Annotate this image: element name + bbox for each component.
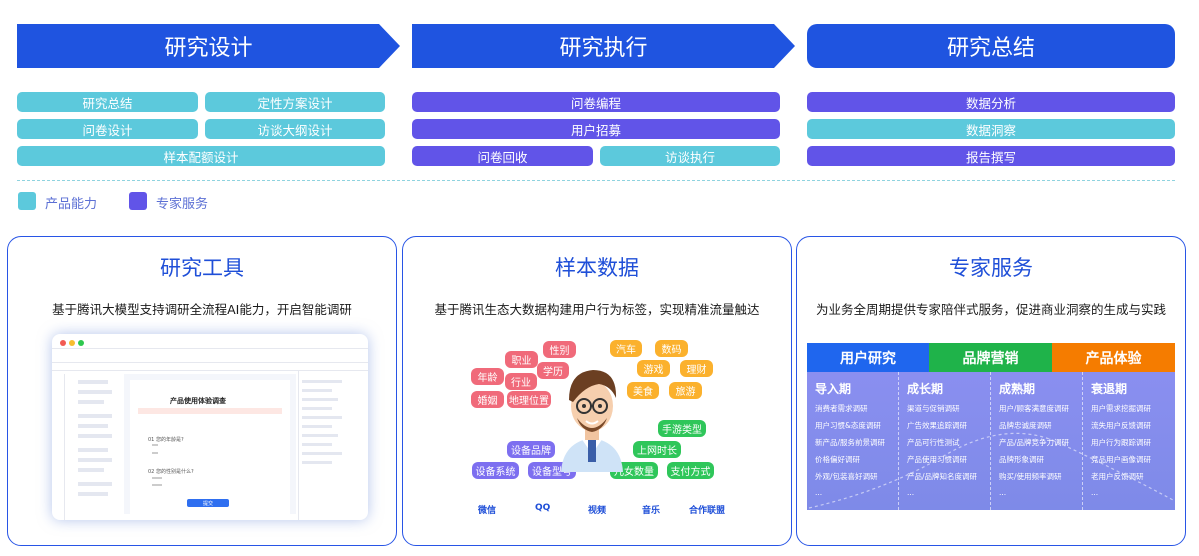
legend-label-expert: 专家服务 [156,197,209,212]
card-title-sample: 样本数据 [555,256,639,280]
section-divider [17,180,1175,181]
tag-location: 地理位置 [507,391,551,408]
lifecycle-item: 用户行为跟踪调研 [1091,438,1151,447]
design-item-interview: 访谈大纲设计 [205,119,385,139]
lifecycle-item: 品牌形象调研 [999,455,1044,464]
lifecycle-item: 购买/使用频率调研 [999,472,1062,481]
lifecycle-item: 外观/包装喜好调研 [815,472,878,481]
design-item-quota: 样本配额设计 [17,146,385,166]
lifecycle-item: 用户习惯&态度调研 [815,421,881,430]
lifecycle-item: ... [999,488,1007,497]
card-desc-expert: 为业务全周期提供专家陪伴式服务，促进商业洞察的生成与实践 [815,302,1166,317]
tag-finance: 理财 [680,360,713,377]
window-close-dot [60,340,66,346]
design-item-summary: 研究总结 [17,92,198,112]
exec-item-collect: 问卷回收 [412,146,593,166]
exec-item-programming: 问卷编程 [412,92,780,112]
lifecycle-column-growth: 成长期 渠道与促销调研 广告效果追踪调研 产品可行性测试 产品使用习惯调研 产品… [899,372,991,510]
tag-marriage: 婚姻 [471,391,504,408]
lifecycle-item: 竞品用户画像调研 [1091,455,1151,464]
table-header-user-research: 用户研究 [807,343,929,372]
table-header-brand-marketing: 品牌营销 [929,343,1052,372]
survey-q1: 01 您的年龄是? [148,437,184,443]
tag-travel: 旅游 [669,382,702,399]
lifecycle-item: 价格偏好调研 [815,455,860,464]
legend-swatch-expert [129,192,147,210]
card-desc-tools: 基于腾讯大模型支持调研全流程AI能力，开启智能调研 [52,302,352,317]
tag-online-time: 上网时长 [633,441,681,458]
platform-qq: QQ [535,503,551,513]
design-item-questionnaire: 问卷设计 [17,119,198,139]
lifecycle-column-intro: 导入期 消费者需求调研 用户习惯&态度调研 新产品/服务前景调研 价格偏好调研 … [807,372,899,510]
phase-research-design: 研究设计 [17,24,400,68]
lifecycle-item: ... [1091,488,1099,497]
platform-wechat: 微信 [478,506,497,516]
tag-food: 美食 [627,382,659,399]
summary-item-insight: 数据洞察 [807,119,1175,139]
tag-digital: 数码 [655,340,688,357]
lifecycle-title: 衰退期 [1091,382,1128,396]
lifecycle-item: 流失用户反馈调研 [1091,421,1151,430]
lifecycle-column-decline: 衰退期 用户需求挖掘调研 流失用户反馈调研 用户行为跟踪调研 竞品用户画像调研 … [1083,372,1175,510]
platform-alliance: 合作联盟 [689,506,726,516]
lifecycle-item: 品牌忠诚度调研 [999,421,1052,430]
lifecycle-title: 成熟期 [999,382,1036,396]
exec-item-interview: 访谈执行 [600,146,780,166]
survey-title: 产品使用体验调查 [170,397,226,405]
phase-research-summary: 研究总结 [807,24,1175,68]
tag-device-brand: 设备品牌 [507,441,555,458]
platform-music: 音乐 [642,506,661,516]
tag-mobile-game: 手游类型 [658,420,706,437]
lifecycle-item: 老用户反馈调研 [1091,472,1144,481]
lifecycle-item: 产品可行性测试 [907,438,960,447]
lifecycle-item: 产品/品牌竞争力调研 [999,438,1070,447]
lifecycle-title: 导入期 [815,382,852,396]
survey-editor-mockup: 产品使用体验调查 01 您的年龄是? 02 您的性别是什么? 提交 [52,334,368,520]
tag-occupation: 职业 [505,351,538,368]
table-header-product-experience: 产品体验 [1052,343,1175,372]
survey-submit-button[interactable]: 提交 [187,499,229,507]
window-min-dot [69,340,75,346]
platform-video: 视频 [588,506,607,516]
tag-device-os: 设备系统 [472,462,519,479]
phase-research-execution: 研究执行 [412,24,795,68]
tag-payment: 支付方式 [667,462,714,479]
lifecycle-item: 用户需求挖掘调研 [1091,404,1151,413]
lifecycle-title: 成长期 [907,382,944,396]
lifecycle-table: 导入期 消费者需求调研 用户习惯&态度调研 新产品/服务前景调研 价格偏好调研 … [807,372,1175,510]
legend-label-product: 产品能力 [45,197,98,212]
card-title-expert: 专家服务 [949,256,1033,280]
lifecycle-item: 产品/品牌知名度调研 [907,472,978,481]
legend-swatch-product [18,192,36,210]
tag-car: 汽车 [610,340,642,357]
tag-education: 学历 [537,362,569,379]
lifecycle-item: 新产品/服务前景调研 [815,438,886,447]
tag-industry: 行业 [505,373,537,390]
lifecycle-curve [808,432,1174,509]
lifecycle-item: 广告效果追踪调研 [907,421,967,430]
lifecycle-column-mature: 成熟期 用户/顾客满意度调研 品牌忠诚度调研 产品/品牌竞争力调研 品牌形象调研… [991,372,1083,510]
tag-game: 游戏 [637,360,670,377]
card-title-tools: 研究工具 [160,256,244,280]
lifecycle-item: ... [815,488,823,497]
tag-age: 年龄 [471,368,504,385]
window-max-dot [78,340,84,346]
design-item-qualitative: 定性方案设计 [205,92,385,112]
avatar-illustration [561,370,623,472]
card-desc-sample: 基于腾讯生态大数据构建用户行为标签，实现精准流量触达 [434,302,760,317]
summary-item-analysis: 数据分析 [807,92,1175,112]
summary-item-report: 报告撰写 [807,146,1175,166]
lifecycle-item: 产品使用习惯调研 [907,455,967,464]
lifecycle-item: 用户/顾客满意度调研 [999,404,1070,413]
exec-item-recruit: 用户招募 [412,119,780,139]
lifecycle-item: ... [907,488,915,497]
survey-q2: 02 您的性别是什么? [148,469,194,475]
tag-gender: 性别 [543,341,576,358]
lifecycle-item: 渠道与促销调研 [907,404,960,413]
lifecycle-item: 消费者需求调研 [815,404,868,413]
